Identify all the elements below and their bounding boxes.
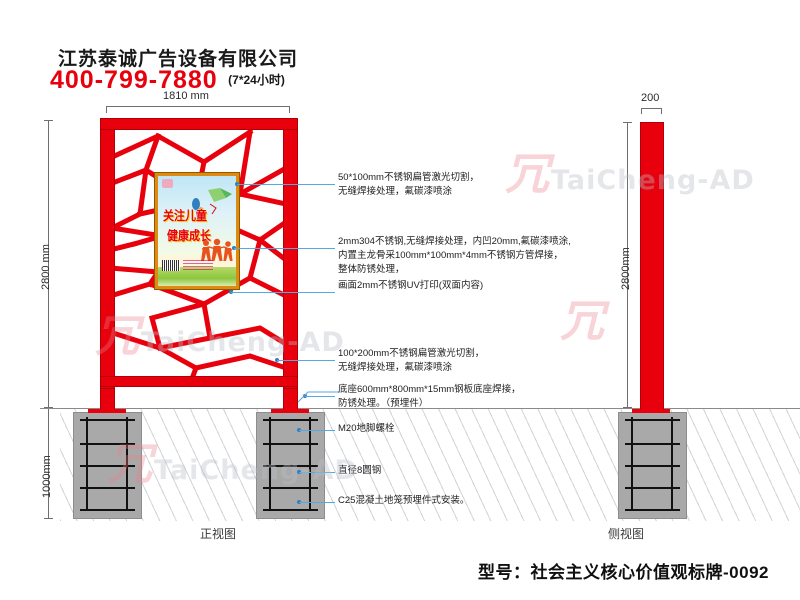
poster-grass bbox=[158, 267, 236, 286]
side-height-dim-tick-top bbox=[623, 122, 632, 123]
poster-kite-graphic bbox=[208, 188, 232, 215]
left-vertical-post bbox=[100, 118, 115, 390]
poster-barcode bbox=[162, 260, 180, 271]
watermark-mark-1: 冗 bbox=[505, 150, 549, 199]
model-title: 型号：社会主义核心价值观标牌-0092 bbox=[478, 563, 769, 582]
front-view-sign-structure: 关注儿童 健康成长 bbox=[100, 118, 298, 390]
leader-line-2 bbox=[234, 248, 335, 249]
side-width-dim-text: 200 bbox=[641, 92, 660, 104]
leader-line-8 bbox=[299, 502, 335, 503]
side-footing bbox=[618, 412, 687, 519]
poster-title-line1: 关注儿童 bbox=[163, 209, 207, 224]
poster-children-figures bbox=[201, 238, 233, 261]
annotation-base-plate-line2: 防锈处理。（预埋件） bbox=[338, 398, 429, 409]
watermark-mark-4: 冗 bbox=[560, 297, 604, 346]
annotation-base-plate-line1: 底座600mm*800mm*15mm钢板底座焊接， bbox=[338, 384, 521, 395]
right-vertical-post bbox=[283, 118, 298, 390]
annotation-base-tube-line2: 无缝焊接处理，氟碳漆喷涂 bbox=[338, 362, 453, 373]
poster-balloon-graphic bbox=[192, 198, 204, 223]
front-height-dim-tick-bottom bbox=[44, 407, 53, 408]
front-width-dim-tick-right bbox=[289, 106, 290, 113]
annotation-light-box-line1: 2mm304不锈钢,无缝焊接处理，内凹20mm,氟碳漆喷涂, bbox=[338, 236, 571, 247]
annotation-frame-tube: 50*100mm不锈钢扁管激光切割， 无缝焊接处理，氟碳漆喷涂 bbox=[338, 171, 479, 199]
annotation-base-tube-line1: 100*200mm不锈钢扁管激光切割， bbox=[338, 348, 485, 359]
annotation-concrete: C25混凝土地笼预埋件式安装。 bbox=[338, 495, 470, 506]
front-view-caption: 正视图 bbox=[200, 527, 237, 541]
foundation-depth-dim-line bbox=[48, 409, 49, 519]
side-height-dim-text: 2800mm bbox=[620, 247, 632, 290]
company-name: 江苏泰诚广告设备有限公司 bbox=[58, 49, 299, 70]
right-base-plate bbox=[271, 409, 309, 413]
leader-line-5 bbox=[305, 396, 335, 397]
left-base-plate bbox=[88, 409, 126, 413]
leader-line-7 bbox=[299, 472, 335, 473]
annotation-light-box-line3: 整体防锈处理， bbox=[338, 264, 405, 275]
contact-phone-row: 400-799-7880 (7*24小时) bbox=[50, 66, 285, 95]
front-width-dim-tick-left bbox=[106, 106, 107, 113]
side-width-dim-line bbox=[641, 108, 662, 109]
leader-elbow-5 bbox=[297, 391, 340, 403]
annotation-light-box-line2: 内置主龙骨采100mm*100mm*4mm不锈钢方管焊接， bbox=[338, 250, 563, 261]
foundation-depth-dim-text: 1000mm bbox=[41, 455, 53, 498]
front-width-dim-line bbox=[106, 106, 290, 107]
phone-number: 400-799-7880 bbox=[50, 66, 218, 94]
foundation-depth-dim-tick-bottom bbox=[44, 518, 53, 519]
annotation-frame-tube-line1: 50*100mm不锈钢扁管激光切割， bbox=[338, 172, 479, 183]
side-width-dim-tick-right bbox=[661, 108, 662, 114]
ground-line bbox=[40, 408, 800, 409]
leader-line-1 bbox=[237, 184, 335, 185]
annotation-light-box: 2mm304不锈钢,无缝焊接处理，内凹20mm,氟碳漆喷涂, 内置主龙骨采100… bbox=[338, 235, 571, 277]
side-width-dim-tick-left bbox=[641, 108, 642, 114]
annotation-anchor-bolt: M20地脚螺栓 bbox=[338, 423, 395, 434]
front-height-dim-text: 2800 mm bbox=[40, 244, 52, 290]
leader-line-4 bbox=[277, 360, 335, 361]
top-rail bbox=[100, 118, 298, 130]
side-height-dim-tick-bottom bbox=[623, 407, 632, 408]
left-footing bbox=[73, 412, 142, 519]
leader-line-6 bbox=[299, 430, 335, 431]
annotation-base-plate: 底座600mm*800mm*15mm钢板底座焊接， 防锈处理。（预埋件） bbox=[338, 383, 521, 411]
phone-hours: (7*24小时) bbox=[228, 73, 285, 87]
annotation-picture-print-line1: 画面2mm不锈钢UV打印(双面内容) bbox=[338, 280, 484, 291]
right-footing bbox=[256, 412, 325, 519]
side-view-caption: 侧视图 bbox=[608, 527, 645, 541]
watermark-4: 冗 bbox=[560, 285, 604, 349]
annotation-frame-tube-line2: 无缝焊接处理，氟碳漆喷涂 bbox=[338, 186, 453, 197]
leader-line-3 bbox=[231, 292, 335, 293]
poster-title-line2: 健康成长 bbox=[167, 229, 211, 244]
front-height-dim-line bbox=[48, 120, 49, 408]
front-height-dim-tick-top bbox=[44, 120, 53, 121]
side-base-plate bbox=[632, 409, 670, 413]
poster-caption-text bbox=[183, 260, 213, 271]
poster-light-box: 关注儿童 健康成长 bbox=[155, 173, 239, 289]
annotation-picture-print: 画面2mm不锈钢UV打印(双面内容) bbox=[338, 279, 483, 293]
lower-horizontal-rail bbox=[100, 376, 298, 387]
side-height-dim-line bbox=[627, 122, 628, 408]
side-view-column bbox=[640, 122, 664, 410]
annotation-round-steel: 直径8圆钢 bbox=[338, 465, 382, 476]
annotation-base-tube: 100*200mm不锈钢扁管激光切割， 无缝焊接处理，氟碳漆喷涂 bbox=[338, 347, 484, 375]
front-width-dim-text: 1810 mm bbox=[163, 90, 209, 102]
poster-logo bbox=[162, 179, 173, 188]
